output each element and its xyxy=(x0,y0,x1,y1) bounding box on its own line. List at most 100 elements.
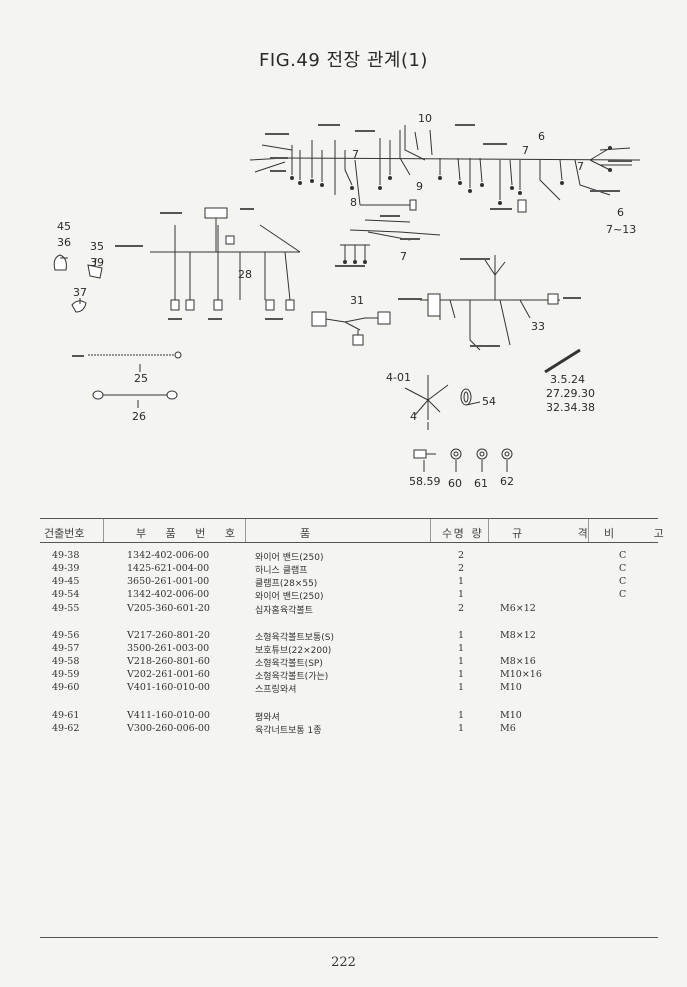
table-row: 49-54 1342-402-006-00 와이어 밴드(250) 1 C xyxy=(0,589,687,602)
cell-part: 1425-621-004-00 xyxy=(127,563,210,574)
callout-26: 26 xyxy=(132,410,146,423)
callout-6-upper: 6 xyxy=(538,130,545,143)
cell-name: 소형육각볼트보통(S) xyxy=(255,633,334,643)
cell-qty: 1 xyxy=(458,723,465,734)
callout-10: 10 xyxy=(418,112,432,125)
cell-name: 십자홈육각볼트 xyxy=(255,606,313,616)
table-row: 49-45 3650-261-001-00 클램프(28×55) 1 C xyxy=(0,576,687,589)
callout-62: 62 xyxy=(500,475,514,488)
callout-27-29-30: 27.29.30 xyxy=(546,387,595,400)
cell-part: V217-260-801-20 xyxy=(127,630,210,641)
cell-note: C xyxy=(619,576,627,587)
callout-7-d: 7 xyxy=(400,250,407,263)
cell-note: C xyxy=(619,550,627,561)
callout-61: 61 xyxy=(474,477,488,490)
cell-name: 보호튜브(22×200) xyxy=(255,646,332,656)
cell-fig: 49-59 xyxy=(52,669,80,680)
header-note: 비 고 xyxy=(604,527,682,540)
table-divider xyxy=(430,519,431,542)
cell-name: 하니스 클램프 xyxy=(255,566,308,576)
callout-36: 36 xyxy=(57,236,71,249)
table-row: 49-60 V401-160-010-00 스프링와셔 1 M10 xyxy=(0,682,687,695)
callout-45: 45 xyxy=(57,220,71,233)
table-row: 49-39 1425-621-004-00 하니스 클램프 2 C xyxy=(0,563,687,576)
table-row: 49-56 V217-260-801-20 소형육각볼트보통(S) 1 M8×1… xyxy=(0,630,687,643)
table-row: 49-57 3500-261-003-00 보호튜브(22×200) 1 xyxy=(0,643,687,656)
header-name: 품 명 xyxy=(300,527,534,540)
cell-fig: 49-60 xyxy=(52,682,80,693)
cell-fig: 49-57 xyxy=(52,643,80,654)
callout-7-a: 7 xyxy=(352,148,359,161)
callout-58-59: 58.59 xyxy=(409,475,441,488)
cell-part: V218-260-801-60 xyxy=(127,656,210,667)
cell-spec: M10 xyxy=(500,682,522,693)
table-bottom-rule xyxy=(40,937,658,938)
figure-title: FIG.49 전장 관계(1) xyxy=(259,50,428,71)
callout-7-c: 7 xyxy=(577,160,584,173)
cell-spec: M6×12 xyxy=(500,603,536,614)
header-spec: 규 격 xyxy=(512,527,614,540)
cell-part: 1342-402-006-00 xyxy=(127,550,210,561)
callout-8: 8 xyxy=(350,196,357,209)
callout-33: 33 xyxy=(531,320,545,333)
cell-qty: 1 xyxy=(458,643,465,654)
cell-name: 클램프(28×55) xyxy=(255,579,318,589)
harness-33 xyxy=(420,255,560,351)
table-row: 49-62 V300-260-006-00 육각너트보통 1종 1 M6 xyxy=(0,723,687,736)
callout-4: 4 xyxy=(410,410,417,423)
callout-25: 25 xyxy=(134,372,148,385)
table-row: 49-58 V218-260-801-60 소형육각볼트(SP) 1 M8×16 xyxy=(0,656,687,669)
header-qty: 수 량 xyxy=(442,527,490,540)
cell-part: V300-260-006-00 xyxy=(127,723,210,734)
cell-fig: 49-39 xyxy=(52,563,80,574)
table-row: 49-61 V411-160-010-00 평와셔 1 M10 xyxy=(0,710,687,723)
table-divider xyxy=(103,519,104,542)
cell-qty: 1 xyxy=(458,656,465,667)
table-row: 49-59 V202-261-001-60 소형육각볼트(가는) 1 M10×1… xyxy=(0,669,687,682)
cell-qty: 1 xyxy=(458,710,465,721)
cell-name: 와이어 밴드(250) xyxy=(255,592,324,602)
cell-fig: 49-61 xyxy=(52,710,80,721)
cell-part: V205-360-601-20 xyxy=(127,603,210,614)
callout-32-34-38: 32.34.38 xyxy=(546,401,595,414)
table-header-rule xyxy=(40,542,658,543)
cell-note: C xyxy=(619,563,627,574)
cell-fig: 49-56 xyxy=(52,630,80,641)
callout-39: 39 xyxy=(90,256,104,269)
cell-name: 육각너트보통 1종 xyxy=(255,726,322,736)
cell-qty: 1 xyxy=(458,682,465,693)
callout-7-13: 7~13 xyxy=(606,223,636,236)
callout-9: 9 xyxy=(416,180,423,193)
cell-qty: 1 xyxy=(458,589,465,600)
callout-31: 31 xyxy=(350,294,364,307)
cell-part: V411-160-010-00 xyxy=(127,710,210,721)
cell-name: 와이어 밴드(250) xyxy=(255,553,324,563)
cell-fig: 49-55 xyxy=(52,603,80,614)
table-divider xyxy=(245,519,246,542)
cell-fig: 49-54 xyxy=(52,589,80,600)
cell-part: V401-160-010-00 xyxy=(127,682,210,693)
cell-fig: 49-38 xyxy=(52,550,80,561)
cell-qty: 1 xyxy=(458,576,465,587)
cell-spec: M10×16 xyxy=(500,669,542,680)
cell-qty: 2 xyxy=(458,563,465,574)
cell-qty: 2 xyxy=(458,550,465,561)
upper-main-harness xyxy=(249,125,641,241)
callout-35: 35 xyxy=(90,240,104,253)
cell-part: 3650-261-001-00 xyxy=(127,576,210,587)
table-divider xyxy=(488,519,489,542)
cell-part: 3500-261-003-00 xyxy=(127,643,210,654)
table-top-rule xyxy=(40,518,658,519)
cell-spec: M8×16 xyxy=(500,656,536,667)
harness-28 xyxy=(150,207,301,311)
callout-7-b: 7 xyxy=(522,144,529,157)
harness-31 xyxy=(311,311,391,346)
table-divider xyxy=(588,519,589,542)
callout-6-lower: 6 xyxy=(617,206,624,219)
callout-3-5-24: 3.5.24 xyxy=(550,373,585,386)
callout-4-01: 4-01 xyxy=(386,371,411,384)
callout-28: 28 xyxy=(238,268,252,281)
cell-part: V202-261-001-60 xyxy=(127,669,210,680)
cell-fig: 49-58 xyxy=(52,656,80,667)
cell-spec: M10 xyxy=(500,710,522,721)
